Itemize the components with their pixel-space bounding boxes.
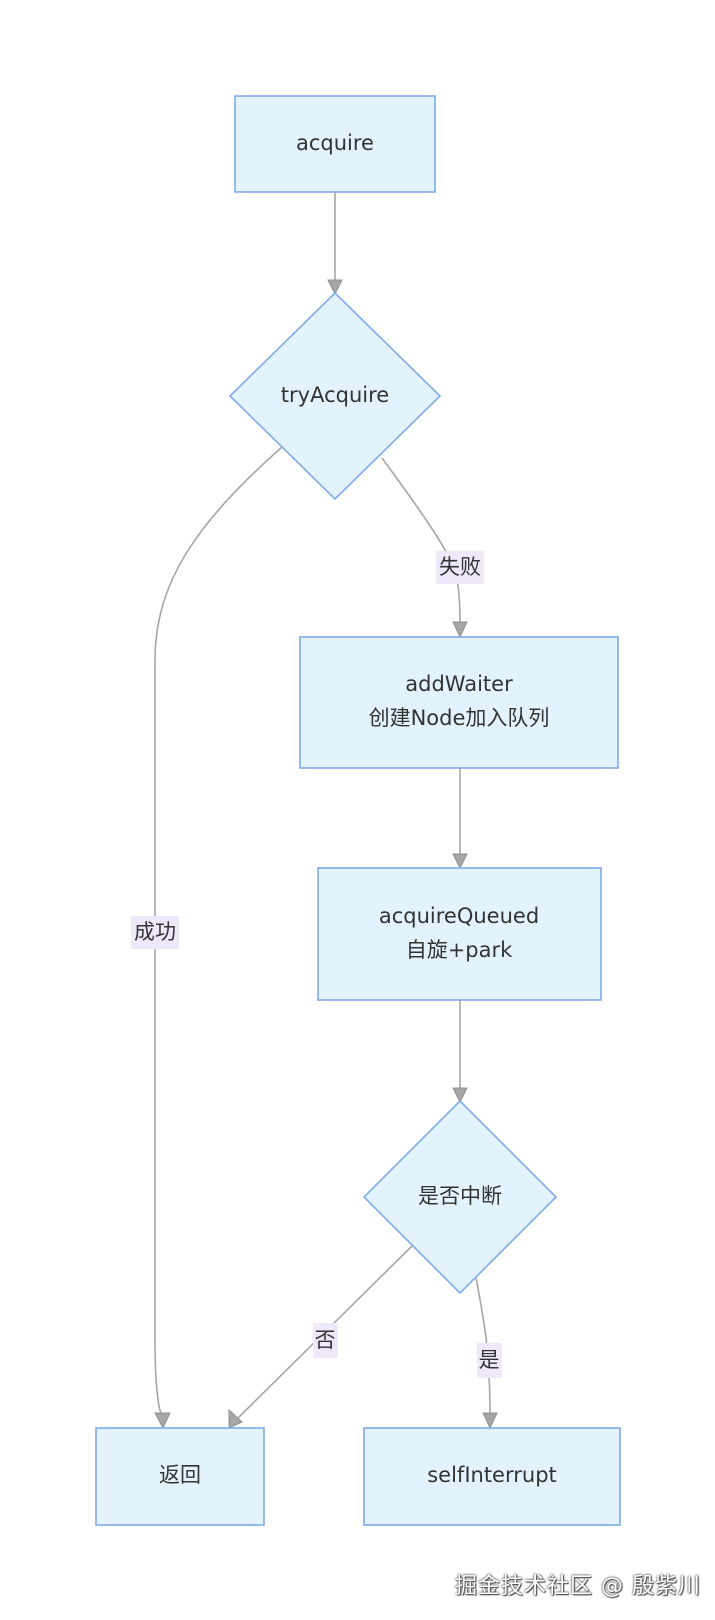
edge-label-yes: 是 [477, 1343, 502, 1378]
watermark: 掘金技术社区 @ 殷紫川 [455, 1574, 701, 1599]
node-acquirequeued: acquireQueued 自旋+park [317, 867, 602, 1001]
edge-label-no: 否 [313, 1323, 338, 1358]
node-acquire: acquire [234, 95, 436, 193]
arrowhead [452, 853, 468, 870]
node-label: acquireQueued [379, 904, 539, 928]
node-label: addWaiter [405, 672, 513, 696]
node-label: 创建Node加入队列 [369, 706, 550, 730]
arrowhead [327, 279, 343, 296]
edge-label-success: 成功 [131, 916, 179, 949]
svg-text:否: 否 [315, 1328, 336, 1352]
svg-text:是: 是 [479, 1348, 500, 1372]
node-tryacquire: tryAcquire [228, 291, 442, 501]
node-label: tryAcquire [281, 383, 389, 407]
svg-text:成功: 成功 [134, 920, 176, 944]
node-selfinterrupt: selfInterrupt [363, 1427, 621, 1526]
arrowhead [228, 1408, 243, 1429]
arrowhead [482, 1412, 498, 1430]
node-return: 返回 [95, 1427, 265, 1526]
node-label: 自旋+park [406, 938, 513, 962]
node-addwaiter: addWaiter 创建Node加入队列 [299, 636, 619, 769]
svg-text:失败: 失败 [439, 555, 481, 579]
node-label: 是否中断 [418, 1184, 502, 1208]
edge-label-fail: 失败 [436, 551, 484, 584]
edge-interrupt-yes [475, 1277, 491, 1416]
node-label: acquire [296, 131, 374, 155]
edge-tryacquire-success [154, 446, 283, 1416]
node-label: selfInterrupt [427, 1463, 557, 1487]
node-label: 返回 [159, 1463, 201, 1487]
node-is-interrupted: 是否中断 [362, 1099, 558, 1295]
arrowhead [452, 1087, 468, 1104]
edge-tryacquire-fail [381, 457, 461, 626]
arrowhead [452, 621, 468, 639]
arrowhead [154, 1412, 171, 1430]
